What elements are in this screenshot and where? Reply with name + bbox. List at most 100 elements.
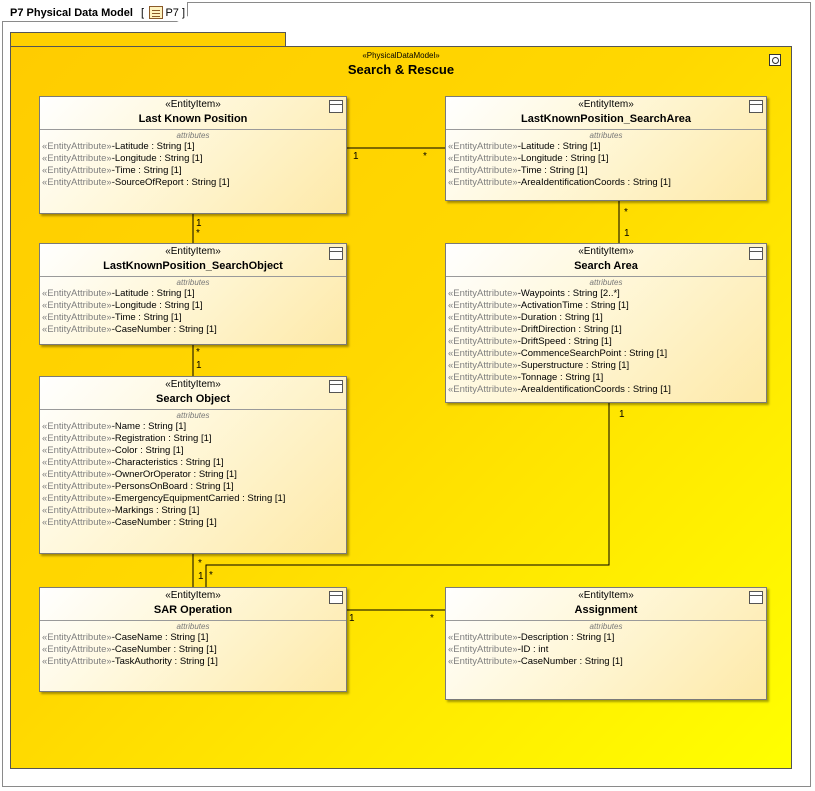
attribute-row[interactable]: «EntityAttribute»-AreaIdentificationCoor… <box>448 177 764 189</box>
attribute-row[interactable]: «EntityAttribute»-EmergencyEquipmentCarr… <box>42 493 344 505</box>
attribute-list: «EntityAttribute»-Latitude : String [1]«… <box>42 288 344 336</box>
diagram-title-tab: P7 Physical Data Model [ P7 ] <box>2 2 188 22</box>
attribute-row[interactable]: «EntityAttribute»-Time : String [1] <box>42 312 344 324</box>
attribute-text: -Characteristics : String [1] <box>111 457 224 468</box>
diagram-ref-bracket: [ P7 ] <box>141 7 186 19</box>
attribute-text: -CaseNumber : String [1] <box>111 644 217 655</box>
attribute-row[interactable]: «EntityAttribute»-Longitude : String [1] <box>448 153 764 165</box>
mult-so-sar-from: * <box>198 558 202 569</box>
attribute-list: «EntityAttribute»-Description : String [… <box>448 632 764 668</box>
mult-so-sar-to: 1 <box>198 571 204 582</box>
attribute-row[interactable]: «EntityAttribute»-Latitude : String [1] <box>42 141 344 153</box>
mult-sa-sar-to: * <box>209 570 213 581</box>
entity-name: LastKnownPosition_SearchObject <box>103 260 283 272</box>
attribute-row[interactable]: «EntityAttribute»-CaseNumber : String [1… <box>42 517 344 529</box>
attribute-row[interactable]: «EntityAttribute»-ID : int <box>448 644 764 656</box>
attribute-row[interactable]: «EntityAttribute»-CaseName : String [1] <box>42 632 344 644</box>
attribute-row[interactable]: «EntityAttribute»-Latitude : String [1] <box>42 288 344 300</box>
attribute-row[interactable]: «EntityAttribute»-AreaIdentificationCoor… <box>448 384 764 396</box>
attribute-text: -Longitude : String [1] <box>517 153 609 164</box>
attribute-row[interactable]: «EntityAttribute»-TaskAuthority : String… <box>42 656 344 668</box>
entity-stereotype: «EntityItem» <box>578 590 634 601</box>
attribute-row[interactable]: «EntityAttribute»-ActivationTime : Strin… <box>448 300 764 312</box>
attribute-row[interactable]: «EntityAttribute»-Duration : String [1] <box>448 312 764 324</box>
attribute-stereotype: «EntityAttribute» <box>42 644 112 655</box>
package-name: Search & Rescue <box>347 62 455 77</box>
attribute-stereotype: «EntityAttribute» <box>448 312 518 323</box>
association-searcharea-saroperation[interactable] <box>205 403 610 587</box>
attribute-stereotype: «EntityAttribute» <box>448 288 518 299</box>
attribute-row[interactable]: «EntityAttribute»-Registration : String … <box>42 433 344 445</box>
attribute-stereotype: «EntityAttribute» <box>42 445 112 456</box>
compartment-divider <box>40 129 346 130</box>
entity-lkp-search-area[interactable]: «EntityItem»LastKnownPosition_SearchArea… <box>445 96 767 201</box>
attribute-row[interactable]: «EntityAttribute»-OwnerOrOperator : Stri… <box>42 469 344 481</box>
attribute-row[interactable]: «EntityAttribute»-DriftDirection : Strin… <box>448 324 764 336</box>
attribute-text: -DriftSpeed : String [1] <box>517 336 612 347</box>
attribute-row[interactable]: «EntityAttribute»-DriftSpeed : String [1… <box>448 336 764 348</box>
attribute-row[interactable]: «EntityAttribute»-Description : String [… <box>448 632 764 644</box>
attribute-row[interactable]: «EntityAttribute»-CaseNumber : String [1… <box>42 324 344 336</box>
attribute-text: -Time : String [1] <box>111 312 182 323</box>
compartment-divider <box>40 409 346 410</box>
attribute-stereotype: «EntityAttribute» <box>448 372 518 383</box>
entity-lkp-search-object[interactable]: «EntityItem»LastKnownPosition_SearchObje… <box>39 243 347 345</box>
attribute-stereotype: «EntityAttribute» <box>448 632 518 643</box>
attribute-text: -Latitude : String [1] <box>111 141 195 152</box>
entity-name: Search Object <box>156 393 230 405</box>
attribute-row[interactable]: «EntityAttribute»-Time : String [1] <box>42 165 344 177</box>
entity-class-icon <box>329 247 343 260</box>
attribute-text: -Color : String [1] <box>111 445 184 456</box>
attribute-stereotype: «EntityAttribute» <box>42 165 112 176</box>
attribute-row[interactable]: «EntityAttribute»-Superstructure : Strin… <box>448 360 764 372</box>
attribute-list: «EntityAttribute»-Waypoints : String [2.… <box>448 288 764 396</box>
attribute-row[interactable]: «EntityAttribute»-Color : String [1] <box>42 445 344 457</box>
attribute-stereotype: «EntityAttribute» <box>42 433 112 444</box>
attribute-row[interactable]: «EntityAttribute»-Longitude : String [1] <box>42 153 344 165</box>
attribute-stereotype: «EntityAttribute» <box>448 656 518 667</box>
attribute-row[interactable]: «EntityAttribute»-SourceOfReport : Strin… <box>42 177 344 189</box>
attribute-row[interactable]: «EntityAttribute»-CaseNumber : String [1… <box>448 656 764 668</box>
attribute-text: -AreaIdentificationCoords : String [1] <box>517 384 671 395</box>
attribute-row[interactable]: «EntityAttribute»-PersonsOnBoard : Strin… <box>42 481 344 493</box>
mult-lkp-lkpso-from: 1 <box>196 218 202 229</box>
entity-class-icon <box>749 591 763 604</box>
entity-name: SAR Operation <box>153 604 233 616</box>
attribute-row[interactable]: «EntityAttribute»-Tonnage : String [1] <box>448 372 764 384</box>
entity-class-icon <box>329 100 343 113</box>
attribute-text: -PersonsOnBoard : String [1] <box>111 481 234 492</box>
attribute-list: «EntityAttribute»-Latitude : String [1]«… <box>448 141 764 189</box>
attribute-text: -Time : String [1] <box>517 165 588 176</box>
attribute-row[interactable]: «EntityAttribute»-Latitude : String [1] <box>448 141 764 153</box>
attribute-stereotype: «EntityAttribute» <box>42 457 112 468</box>
attribute-stereotype: «EntityAttribute» <box>42 153 112 164</box>
attribute-row[interactable]: «EntityAttribute»-Markings : String [1] <box>42 505 344 517</box>
entity-class-icon <box>329 591 343 604</box>
attribute-row[interactable]: «EntityAttribute»-CaseNumber : String [1… <box>42 644 344 656</box>
attribute-row[interactable]: «EntityAttribute»-Waypoints : String [2.… <box>448 288 764 300</box>
attribute-text: -DriftDirection : String [1] <box>517 324 622 335</box>
package-tab <box>10 32 286 47</box>
mult-sar-asg-to: * <box>430 613 434 624</box>
attribute-stereotype: «EntityAttribute» <box>448 360 518 371</box>
attribute-stereotype: «EntityAttribute» <box>42 300 112 311</box>
attribute-text: -Longitude : String [1] <box>111 153 203 164</box>
attribute-stereotype: «EntityAttribute» <box>42 493 112 504</box>
attribute-row[interactable]: «EntityAttribute»-CommenceSearchPoint : … <box>448 348 764 360</box>
attribute-row[interactable]: «EntityAttribute»-Name : String [1] <box>42 421 344 433</box>
attribute-row[interactable]: «EntityAttribute»-Time : String [1] <box>448 165 764 177</box>
attribute-text: -ActivationTime : String [1] <box>517 300 629 311</box>
mult-sar-asg-from: 1 <box>349 613 355 624</box>
attribute-row[interactable]: «EntityAttribute»-Longitude : String [1] <box>42 300 344 312</box>
attribute-text: -Registration : String [1] <box>111 433 212 444</box>
attribute-row[interactable]: «EntityAttribute»-Characteristics : Stri… <box>42 457 344 469</box>
attribute-stereotype: «EntityAttribute» <box>42 324 112 335</box>
diagram-table-icon <box>149 6 163 19</box>
attribute-text: -AreaIdentificationCoords : String [1] <box>517 177 671 188</box>
